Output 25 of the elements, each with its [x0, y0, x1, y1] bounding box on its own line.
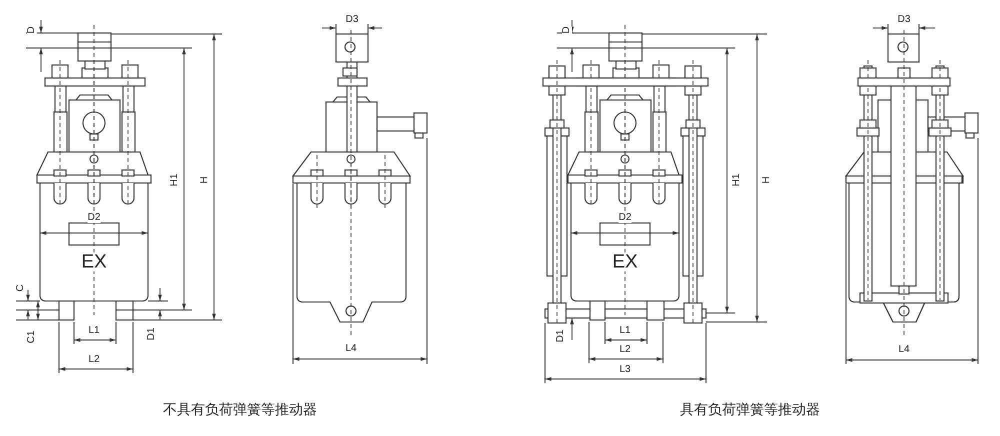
dimension-label: L1 [88, 326, 100, 336]
dimension-label: C [16, 284, 26, 292]
dimension-label: L2 [88, 355, 100, 365]
marking-text: EX [81, 252, 107, 272]
dimension-label: H [200, 176, 210, 184]
dimension-label: D2 [618, 213, 632, 223]
dimension-label: C1 [27, 330, 37, 344]
dimension-label: D [562, 26, 572, 34]
dimension-label: H [762, 176, 772, 184]
dimension-label: L2 [619, 345, 631, 355]
dimension-label: D2 [88, 213, 100, 223]
dimension-label: D1 [147, 328, 157, 340]
caption: 具有负荷弹簧等推动器 [680, 402, 820, 416]
dimension-label: L3 [619, 365, 631, 375]
dimension-label: L4 [898, 345, 910, 355]
dimension-label: D1 [556, 330, 566, 342]
dimension-label: L4 [345, 344, 357, 354]
dimension-label: H1 [732, 174, 742, 186]
dimension-label: D3 [898, 15, 910, 25]
dimension-label: H1 [170, 174, 180, 186]
dimension-label: D3 [346, 15, 358, 25]
dimension-label: L1 [619, 326, 631, 336]
caption: 不具有负荷弹簧等推动器 [163, 402, 317, 416]
marking-text: EX [612, 252, 638, 272]
dimension-label: D [27, 26, 37, 34]
